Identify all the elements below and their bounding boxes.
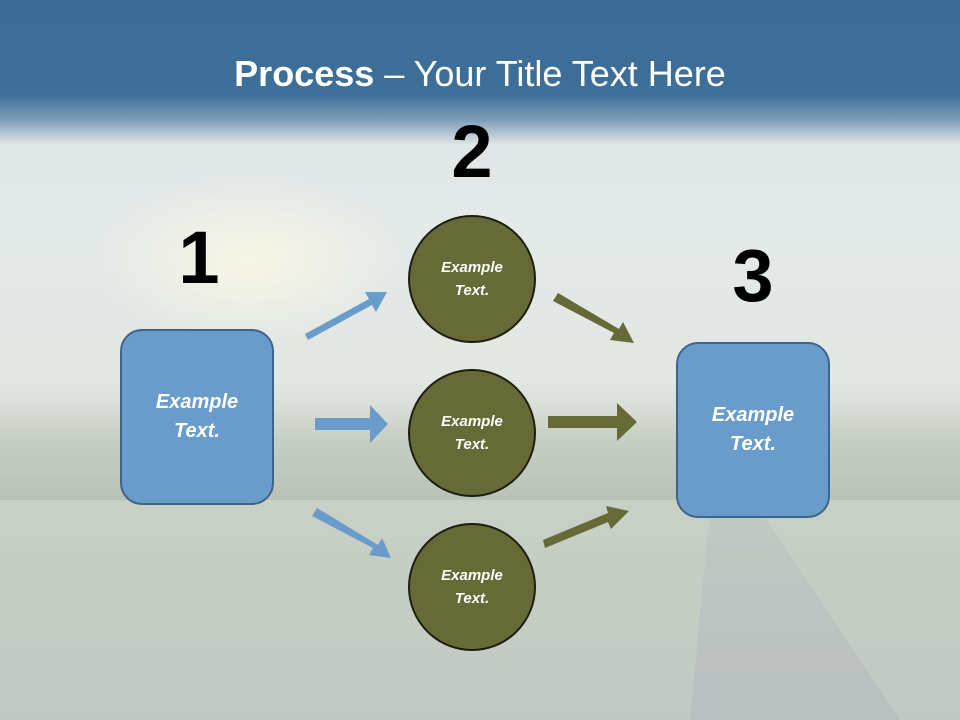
- step-number-2: 2: [451, 110, 493, 193]
- circle-middle-line2: Text.: [454, 436, 490, 453]
- circle-top-line1: Example: [441, 259, 503, 276]
- step-3-box[interactable]: Example Text.: [676, 342, 830, 518]
- arrow-middle-to-3: [548, 403, 637, 441]
- step-1-label-line2: Text.: [174, 420, 220, 442]
- circle-bottom-line2: Text.: [454, 590, 490, 607]
- title-rest: – Your Title Text Here: [374, 53, 726, 94]
- slide-title: Process – Your Title Text Here: [0, 50, 960, 98]
- arrow-1-to-middle: [315, 405, 388, 443]
- step-number-3: 3: [732, 234, 774, 317]
- arrow-top-to-3: [553, 293, 634, 343]
- arrow-1-to-bottom: [312, 508, 391, 558]
- step-2-circle-bottom[interactable]: Example Text.: [408, 523, 536, 651]
- step-3-label-line1: Example: [711, 404, 795, 426]
- step-1-label-line1: Example: [155, 391, 239, 413]
- title-bold: Process: [234, 53, 375, 94]
- circle-top-line2: Text.: [454, 282, 490, 299]
- circle-middle-line1: Example: [441, 413, 503, 430]
- arrow-bottom-to-3: [543, 506, 629, 548]
- arrow-1-to-top: [305, 292, 387, 340]
- step-2-circle-middle[interactable]: Example Text.: [408, 369, 536, 497]
- step-1-box[interactable]: Example Text.: [120, 329, 274, 505]
- step-number-1: 1: [178, 216, 220, 299]
- step-3-label-line2: Text.: [730, 433, 776, 455]
- step-2-circle-top[interactable]: Example Text.: [408, 215, 536, 343]
- circle-bottom-line1: Example: [441, 567, 503, 584]
- title-banner: [0, 0, 960, 145]
